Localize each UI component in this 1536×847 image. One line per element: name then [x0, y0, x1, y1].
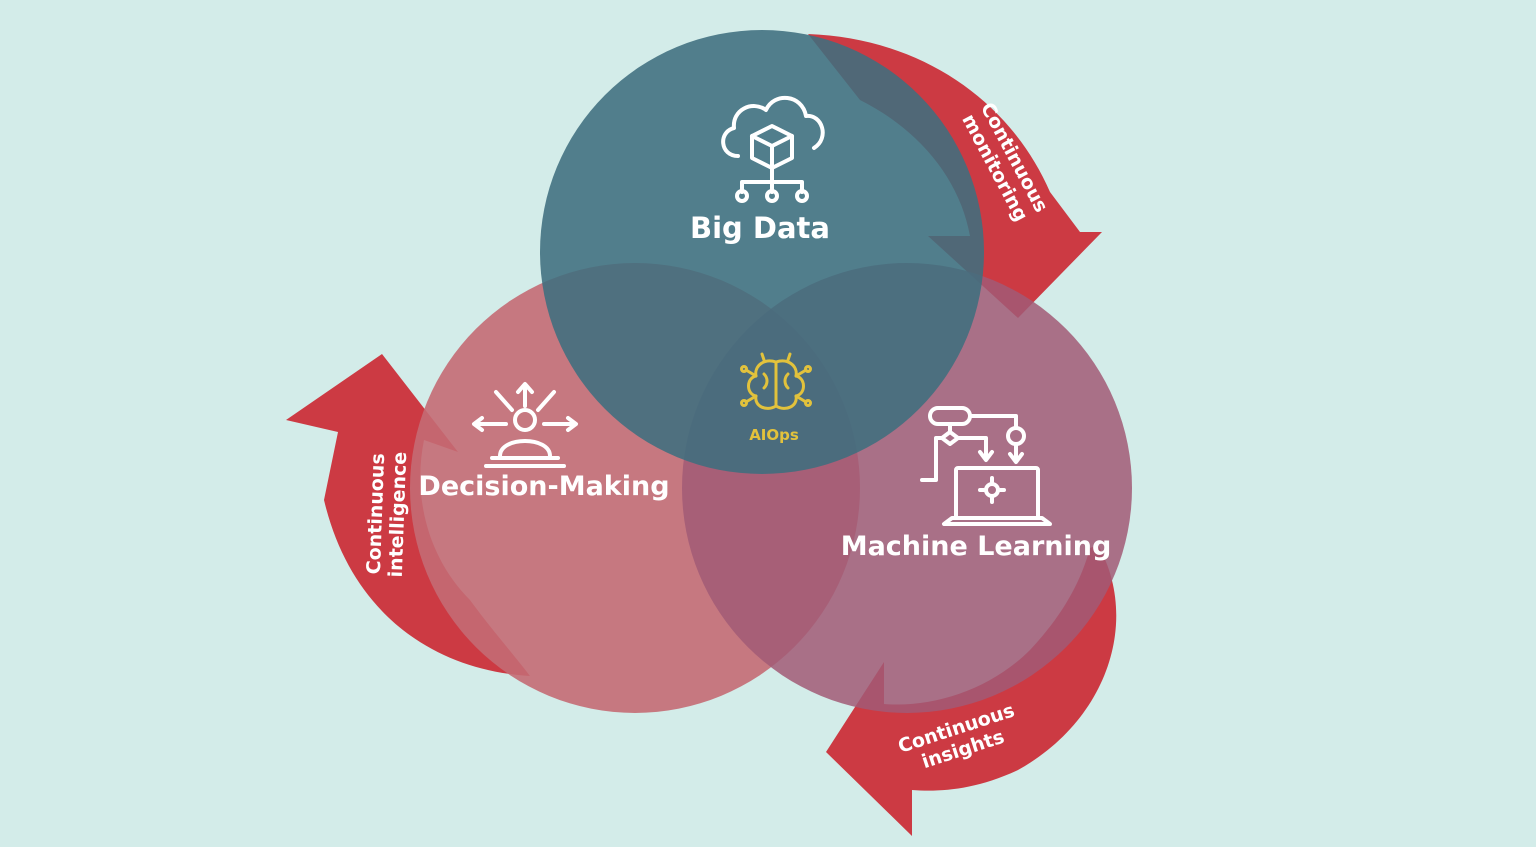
arrow-label-intelligence-line2: intelligence: [385, 451, 411, 577]
label-machine-learning: Machine Learning: [841, 531, 1112, 562]
label-big-data: Big Data: [690, 211, 830, 245]
label-aiops: AIOps: [749, 426, 799, 444]
cloud-data-icon: [721, 95, 825, 203]
circle-big-data: [540, 30, 984, 474]
brain-circuit-icon: [740, 352, 812, 410]
person-decision-icon: [472, 382, 578, 468]
arrow-continuous-intelligence: [286, 354, 530, 676]
arrow-label-intelligence-line1: Continuous: [363, 453, 389, 575]
ml-laptop-icon: [920, 406, 1052, 526]
arrow-label-intelligence: Continuous intelligence: [363, 451, 411, 577]
label-decision-making: Decision-Making: [418, 471, 669, 502]
